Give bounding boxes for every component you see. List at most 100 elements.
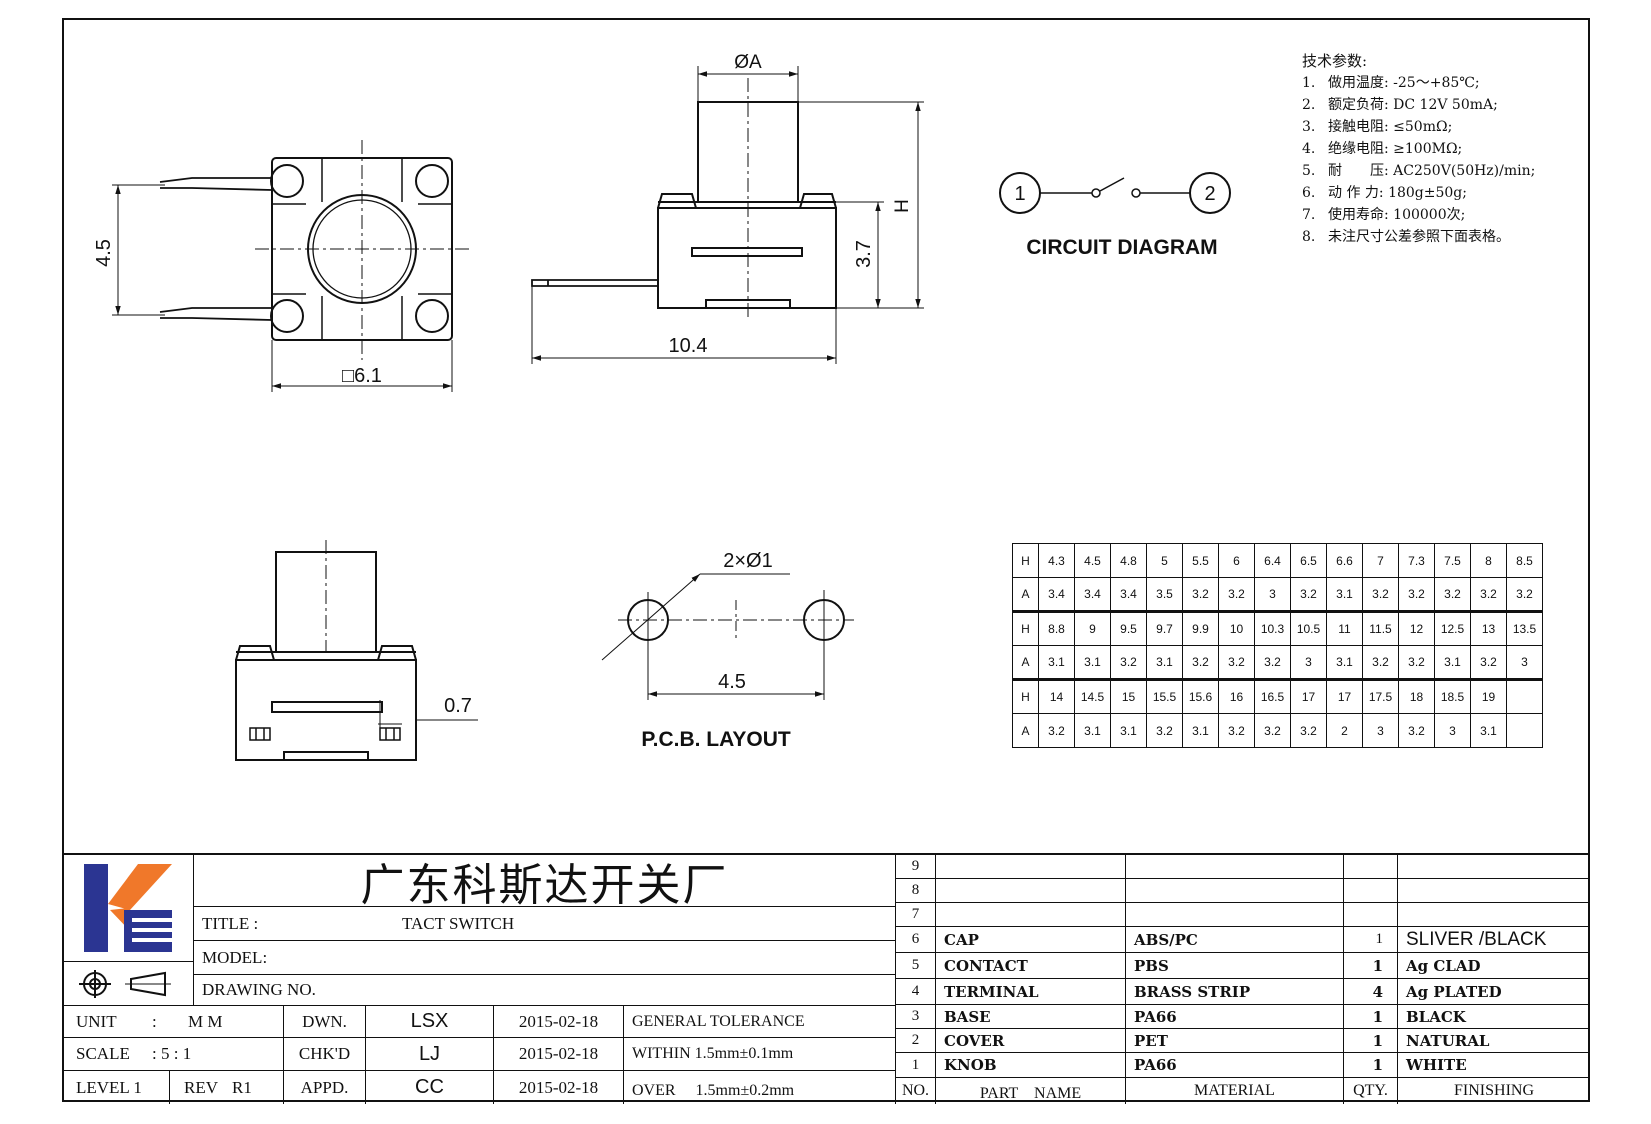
circuit-pin-1: 1: [1014, 183, 1025, 205]
dimension-value: 4.5: [1074, 543, 1111, 578]
bom-no-cell: 9: [896, 855, 936, 879]
dimension-value: 3.2: [1218, 713, 1255, 748]
scale-value: : 5 : 1: [152, 1044, 192, 1063]
bom-header-no: NO.: [896, 1078, 936, 1104]
bom-material-cell: PET: [1126, 1029, 1344, 1053]
dwn-name: LSX: [366, 1006, 494, 1038]
dimension-value: 3.2: [1398, 577, 1435, 612]
bom-header-qty: QTY.: [1344, 1078, 1398, 1104]
bom-finishing-cell: [1398, 855, 1590, 879]
bom-no-cell: 1: [896, 1053, 936, 1078]
bom-qty-cell: [1344, 855, 1398, 879]
dimension-value: 3.4: [1110, 577, 1147, 612]
bom-material-cell: [1126, 855, 1344, 879]
dimension-value: 3.1: [1074, 645, 1111, 680]
dimension-value: [1506, 713, 1543, 748]
spec-item: 4.绝缘电阻: ≥100MΩ;: [1302, 141, 1463, 157]
dimension-value: 8.8: [1038, 610, 1075, 646]
dimension-value: 3.4: [1074, 577, 1111, 612]
bom-material-cell: PA66: [1126, 1053, 1344, 1078]
dimension-value: 10: [1218, 610, 1255, 646]
bom-part-cell: COVER: [936, 1029, 1126, 1053]
dimension-value: 18.5: [1434, 678, 1471, 714]
dimension-value: 9.5: [1110, 610, 1147, 646]
dimension-value: 3.1: [1326, 577, 1363, 612]
dimension-key: A: [1012, 577, 1039, 612]
rev-value: R1: [232, 1077, 252, 1097]
dim-total-length: 10.4: [669, 335, 708, 357]
bom-material-cell: [1126, 903, 1344, 927]
dimension-value: 13: [1470, 610, 1507, 646]
dimension-value: 3.1: [1470, 713, 1507, 748]
dimension-value: 3: [1290, 645, 1327, 680]
bom-qty-cell: 1: [1344, 1005, 1398, 1029]
bom-part-cell: CAP: [936, 927, 1126, 953]
dimension-value: 3.2: [1218, 645, 1255, 680]
dimension-value: 3.2: [1182, 577, 1219, 612]
bom-finishing-cell: WHITE: [1398, 1053, 1590, 1078]
dimension-value: 3: [1434, 713, 1471, 748]
projection-symbol: [62, 962, 194, 1006]
dimension-value: 3.1: [1038, 645, 1075, 680]
dimension-value: 3.1: [1434, 645, 1471, 680]
dim-body-square: □6.1: [342, 365, 382, 387]
dimension-value: 3.2: [1146, 713, 1183, 748]
dimension-value: 15.5: [1146, 678, 1183, 714]
tolerance-over-text: OVER 1.5mm±0.2mm: [632, 1081, 795, 1099]
dimension-value: 9.7: [1146, 610, 1183, 646]
bom-qty-cell: 1: [1344, 927, 1398, 953]
third-angle-projection-icon: [78, 969, 171, 998]
model-label: MODEL:: [202, 947, 268, 967]
dimension-key: H: [1012, 678, 1039, 714]
pcb-layout-label: P.C.B. LAYOUT: [641, 728, 791, 751]
side-view: [531, 66, 924, 364]
dimension-value: 3.2: [1254, 645, 1291, 680]
dimension-value: 15: [1110, 678, 1147, 714]
bom-qty-cell: 1: [1344, 1053, 1398, 1078]
circuit-label: CIRCUIT DIAGRAM: [1026, 236, 1217, 259]
circuit-pin-2: 2: [1204, 183, 1215, 205]
dimension-value: 10.3: [1254, 610, 1291, 646]
bom-no-cell: 7: [896, 903, 936, 927]
bom-header-finishing: FINISHING: [1454, 1082, 1534, 1099]
dimension-value: 3.2: [1038, 713, 1075, 748]
dimension-value: 3.2: [1182, 645, 1219, 680]
dim-knob-diameter: ØA: [734, 52, 762, 73]
bom-qty-cell: [1344, 903, 1398, 927]
bom-finishing-cell: [1398, 903, 1590, 927]
dimension-value: 14: [1038, 678, 1075, 714]
dimension-value: 3.1: [1110, 713, 1147, 748]
dimension-value: 11: [1326, 610, 1363, 646]
model-row: MODEL:: [194, 941, 896, 975]
title-value: TACT SWITCH: [402, 913, 515, 933]
dimension-value: 3.2: [1506, 577, 1543, 612]
bom-qty-cell: 4: [1344, 979, 1398, 1005]
dimension-value: 5: [1146, 543, 1183, 578]
bom-no-cell: 8: [896, 879, 936, 903]
chk-name: LJ: [366, 1038, 494, 1071]
dimension-value: 3: [1506, 645, 1543, 680]
dimension-value: 18: [1398, 678, 1435, 714]
dim-pin-pitch-side: 4.5: [93, 239, 115, 267]
bom-finishing-cell: BLACK: [1398, 1005, 1590, 1029]
bom-no-cell: 2: [896, 1029, 936, 1053]
dimension-value: 3.2: [1398, 645, 1435, 680]
dimension-value: 17: [1290, 678, 1327, 714]
dimension-value: 3.5: [1146, 577, 1183, 612]
title-label: TITLE :: [202, 913, 259, 933]
dimension-value: 3.1: [1146, 645, 1183, 680]
dimension-value: 9: [1074, 610, 1111, 646]
bom-part-cell: [936, 855, 1126, 879]
pcb-pitch: 4.5: [718, 671, 746, 693]
dimension-value: 3.2: [1290, 713, 1327, 748]
dimension-value: 7.3: [1398, 543, 1435, 578]
title-block: 广东科斯达开关厂 TITLE : TACT SWITCH MODEL: DRAW…: [62, 853, 1590, 1104]
dimension-value: 3.4: [1038, 577, 1075, 612]
level-label: LEVEL 1: [76, 1077, 142, 1097]
spec-item: 5.耐 压: AC250V(50Hz)/min;: [1302, 163, 1536, 179]
spec-item: 2.额定负荷: DC 12V 50mA;: [1302, 97, 1498, 113]
